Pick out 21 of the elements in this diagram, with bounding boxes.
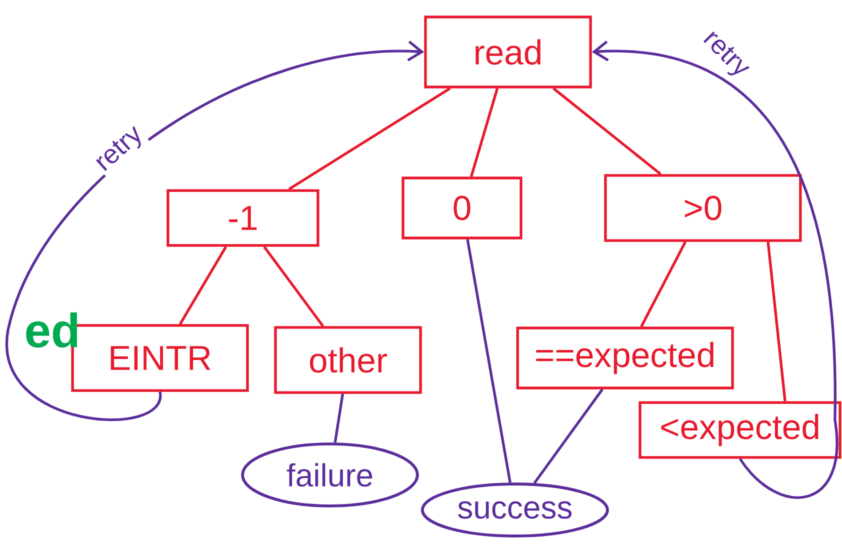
connector-line <box>470 88 499 178</box>
connector-line <box>592 40 838 499</box>
process-box: >0 <box>604 174 802 242</box>
process-box: ==expected <box>516 326 734 390</box>
process-box: other <box>274 326 422 394</box>
connector-line <box>466 239 512 483</box>
edge-label: retry <box>696 26 754 84</box>
connector-line <box>533 388 604 484</box>
connector-line <box>334 394 344 443</box>
connector-line <box>263 246 324 327</box>
process-box: -1 <box>166 189 320 247</box>
process-box: 0 <box>402 176 522 240</box>
edge-label: retry <box>90 122 150 178</box>
connector-line <box>6 40 424 421</box>
process-box: read <box>424 16 592 88</box>
connector-line <box>552 87 662 176</box>
connector-line <box>178 246 228 325</box>
process-box: <expected <box>638 401 842 459</box>
connector-line <box>766 242 786 402</box>
connector-line <box>288 87 451 190</box>
connector-line <box>640 241 687 328</box>
